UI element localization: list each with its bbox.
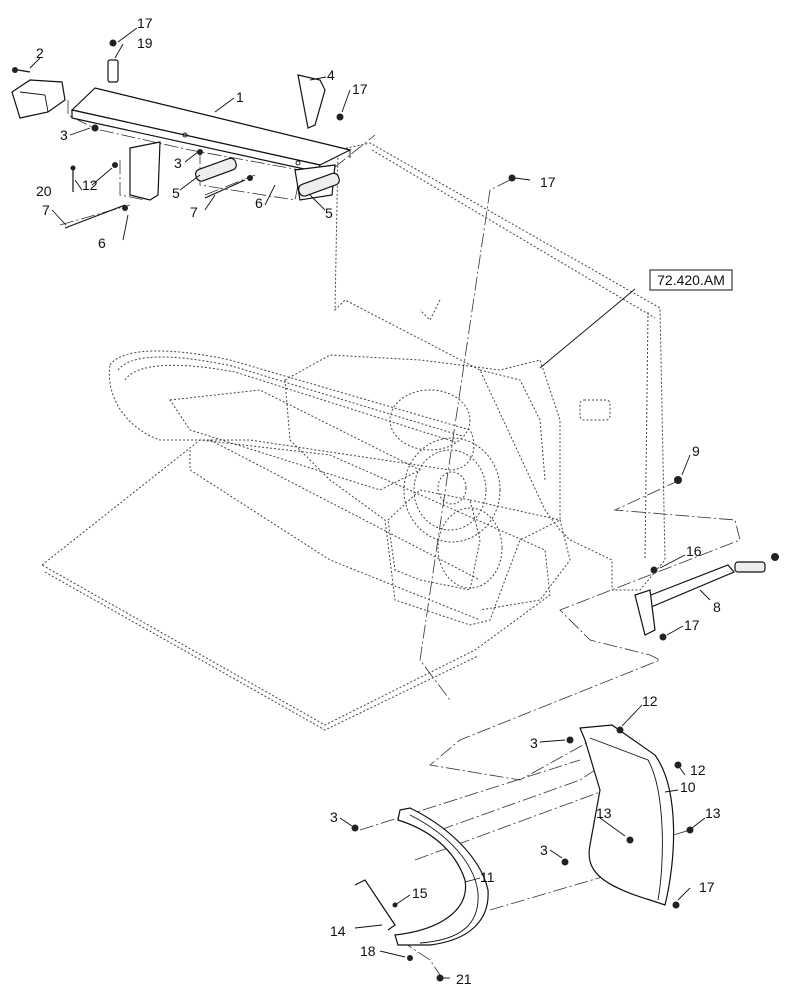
callout-12: 12 (690, 762, 706, 778)
lower-shields (351, 724, 694, 982)
callout-16: 16 (686, 543, 702, 559)
callout-11: 11 (480, 869, 495, 885)
callout-3: 3 (60, 127, 68, 143)
leader-lines (29, 27, 711, 979)
callout-13: 13 (596, 805, 612, 821)
callout-3: 3 (174, 155, 182, 171)
shaft-assembly (508, 174, 779, 641)
callout-2: 2 (36, 45, 44, 61)
callout-5: 5 (325, 205, 333, 221)
callout-10: 10 (680, 779, 696, 795)
callout-6: 6 (255, 195, 263, 211)
callout-14: 14 (330, 923, 346, 939)
callout-18: 18 (360, 943, 376, 959)
callout-15: 15 (412, 885, 428, 901)
callout-3: 3 (530, 735, 538, 751)
callout-17: 17 (137, 15, 153, 31)
callout-3: 3 (330, 809, 338, 825)
callout-7: 7 (42, 202, 50, 218)
callout-9: 9 (692, 443, 700, 459)
callout-20: 20 (36, 183, 52, 199)
callout-6: 6 (98, 235, 106, 251)
callout-13: 13 (705, 805, 721, 821)
callout-17: 17 (352, 81, 368, 97)
callout-labels: 1 2 3 3 3 3 3 4 5 5 6 6 7 7 8 9 10 11 12… (36, 15, 721, 987)
callout-4: 4 (327, 67, 335, 83)
callout-17: 17 (540, 174, 556, 190)
callout-7: 7 (190, 204, 198, 220)
reference-label: 72.420.AM (657, 272, 725, 288)
callout-17: 17 (684, 617, 700, 633)
callout-17: 17 (699, 879, 715, 895)
top-channel-assembly (11, 39, 352, 229)
callout-21: 21 (456, 971, 472, 987)
callout-12: 12 (82, 177, 98, 193)
callout-12: 12 (642, 693, 658, 709)
main-frame-phantom (41, 142, 666, 731)
callout-1: 1 (236, 89, 244, 105)
callout-3: 3 (540, 842, 548, 858)
callout-5: 5 (172, 185, 180, 201)
callout-8: 8 (713, 599, 721, 615)
reference-box (649, 269, 733, 291)
reference-callout[interactable]: 72.420.AM (649, 269, 733, 291)
callout-19: 19 (137, 35, 153, 51)
